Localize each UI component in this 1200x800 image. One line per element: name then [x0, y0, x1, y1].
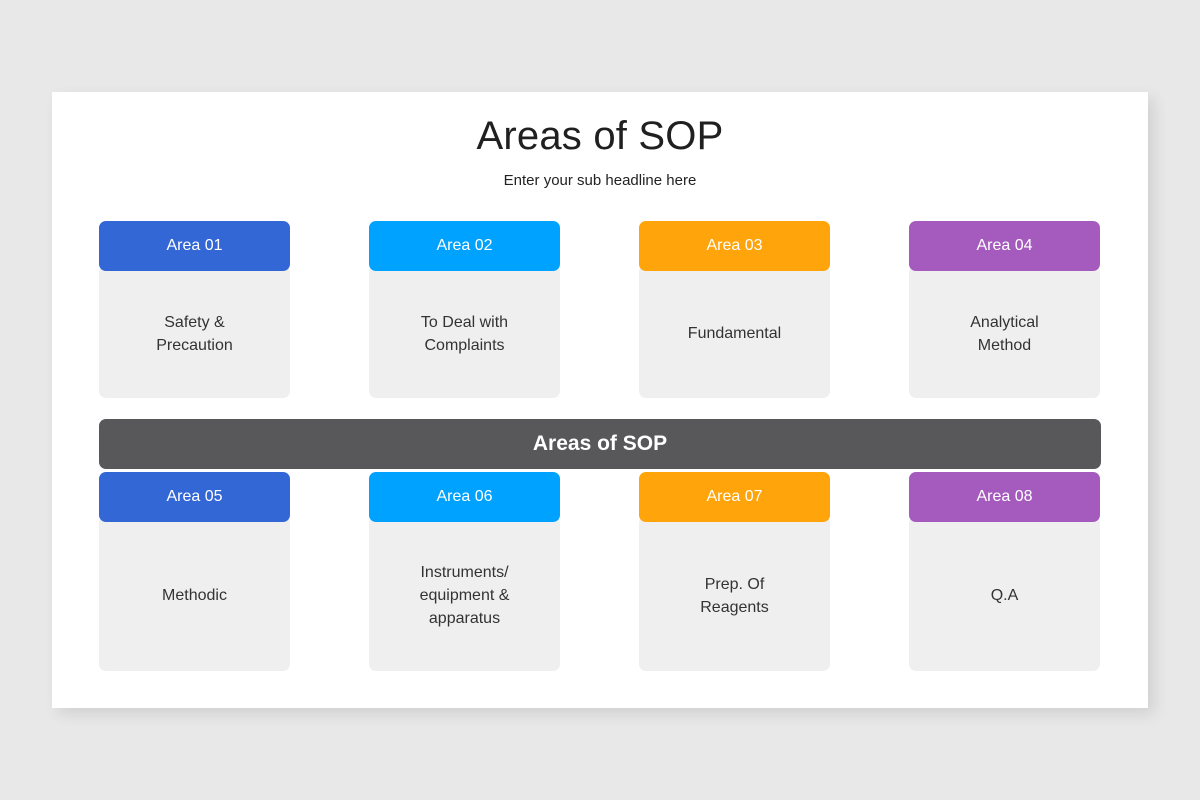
- area-card-8[interactable]: Area 08 Q.A: [909, 472, 1100, 671]
- area-card-header-4[interactable]: Area 04: [909, 221, 1100, 271]
- area-card-header-label: Area 01: [166, 237, 223, 254]
- area-card-header-label: Area 07: [706, 488, 763, 505]
- area-card-header-label: Area 05: [166, 488, 223, 505]
- area-card-header-3[interactable]: Area 03: [639, 221, 830, 271]
- area-card-6[interactable]: Area 06 Instruments/equipment &apparatus: [369, 472, 560, 671]
- area-card-header-5[interactable]: Area 05: [99, 472, 290, 522]
- area-card-body-label: Q.A: [990, 587, 1019, 605]
- area-card-header-7[interactable]: Area 07: [639, 472, 830, 522]
- area-card-header-label: Area 04: [976, 237, 1033, 254]
- area-card-body-3: Fundamental: [639, 265, 830, 398]
- area-card-header-label: Area 06: [436, 488, 493, 505]
- area-card-body-8: Q.A: [909, 516, 1100, 671]
- area-card-body-label: Fundamental: [687, 325, 782, 343]
- center-banner-label: Areas of SOP: [532, 432, 668, 455]
- area-card-body-1: Safety &Precaution: [99, 265, 290, 398]
- area-card-header-8[interactable]: Area 08: [909, 472, 1100, 522]
- area-card-body-label: Safety &Precaution: [156, 313, 233, 354]
- slide-header: Areas of SOP Enter your sub headline her…: [52, 92, 1148, 189]
- area-card-header-2[interactable]: Area 02: [369, 221, 560, 271]
- area-card-header-label: Area 03: [706, 237, 763, 254]
- slide-canvas: Areas of SOP Enter your sub headline her…: [52, 92, 1148, 708]
- area-card-body-6: Instruments/equipment &apparatus: [369, 516, 560, 671]
- area-card-1[interactable]: Area 01 Safety &Precaution: [99, 221, 290, 398]
- area-card-3[interactable]: Area 03 Fundamental: [639, 221, 830, 398]
- area-card-header-6[interactable]: Area 06: [369, 472, 560, 522]
- area-card-header-label: Area 02: [436, 237, 493, 254]
- area-card-body-label: Methodic: [162, 587, 227, 605]
- page-title: Areas of SOP: [476, 114, 724, 158]
- area-card-header-label: Area 08: [976, 488, 1033, 505]
- area-card-header-1[interactable]: Area 01: [99, 221, 290, 271]
- center-banner: Areas of SOP: [99, 419, 1101, 469]
- area-card-5[interactable]: Area 05 Methodic: [99, 472, 290, 671]
- page-subtitle: Enter your sub headline here: [503, 172, 697, 189]
- area-card-body-label: Instruments/equipment &apparatus: [419, 564, 510, 627]
- area-card-body-5: Methodic: [99, 516, 290, 671]
